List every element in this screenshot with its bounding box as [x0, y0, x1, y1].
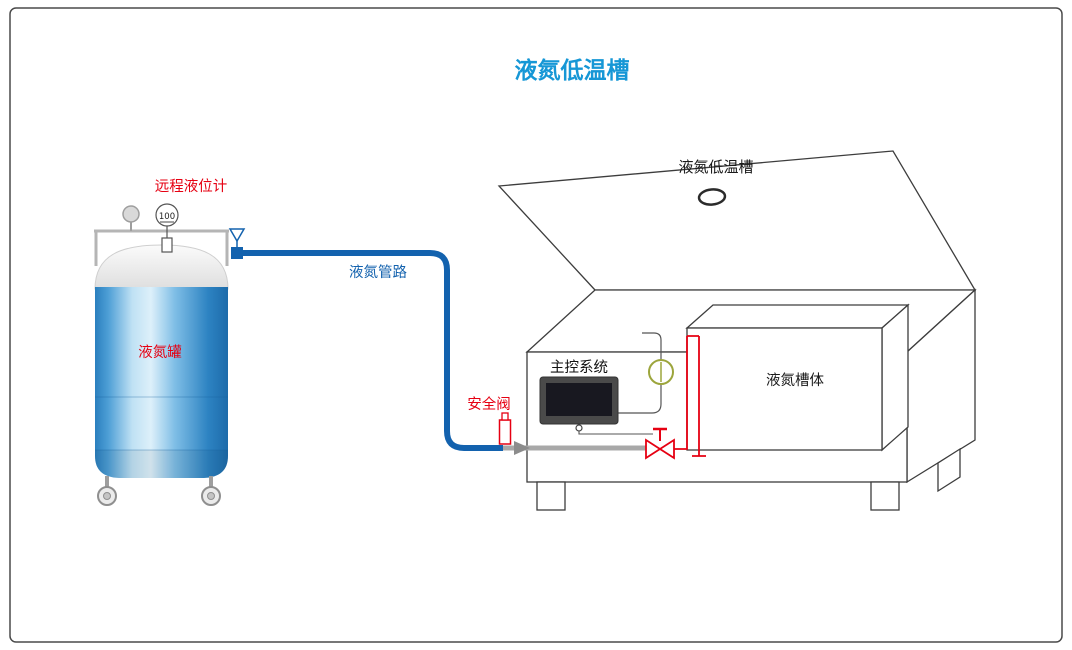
panel-port-icon [575, 424, 583, 432]
safety-valve-body-icon [498, 419, 512, 445]
bath-leg-rear [937, 447, 961, 493]
page-title: 液氮低温槽 [515, 57, 630, 84]
level-gauge-transmitter [161, 237, 173, 253]
fill-valve-left-icon [645, 438, 662, 460]
tank-body [95, 287, 228, 455]
level-gauge-dial-icon [155, 203, 179, 227]
tank-wheel-left-hub [103, 492, 111, 500]
safety-valve-label: 安全阀 [467, 395, 511, 413]
bath-leg-left [536, 481, 566, 511]
remote-level-gauge-label: 远程液位计 [155, 178, 228, 195]
safety-valve: 安全阀 [467, 395, 512, 445]
red-fill-pipe [668, 335, 706, 457]
tank-bottom-cap [95, 450, 228, 478]
tank-wheel-right-hub [207, 492, 215, 500]
page-border [9, 7, 1063, 643]
inner-tank-front [686, 327, 883, 451]
fill-valve-right-icon [658, 438, 675, 460]
nitrogen-tank: 100 远程液位计 液氮罐 [94, 178, 229, 506]
flow-arrow-icon [514, 441, 530, 455]
pressure-gauge-icon [122, 205, 140, 223]
bath-leg-right [870, 481, 900, 511]
tank-bottom-shade [95, 450, 228, 478]
tank-label: 液氮罐 [138, 344, 182, 361]
tank-outlet-fitting [228, 228, 246, 259]
inner-tank-top [685, 304, 910, 329]
funnel-icon [228, 228, 246, 243]
inner-tank-right [881, 303, 909, 452]
inner-tank-label: 液氮槽体 [766, 372, 824, 389]
control-wire [578, 431, 653, 435]
control-panel-screen [546, 383, 612, 416]
pipeline-label: 液氮管路 [349, 264, 407, 281]
bath-lid-label: 液氮低温槽 [678, 158, 753, 176]
nitrogen-pipeline [243, 250, 503, 451]
level-gauge-value: 100 [159, 212, 175, 222]
cryo-bath [497, 150, 977, 511]
lid-handle-icon [697, 188, 727, 206]
control-system-label: 主控系统 [550, 359, 608, 376]
control-panel: 主控系统 [539, 359, 653, 435]
fill-valve-assembly [645, 335, 706, 460]
pipe-inlet-square [231, 247, 243, 259]
safety-valve-cap-icon [501, 412, 509, 421]
